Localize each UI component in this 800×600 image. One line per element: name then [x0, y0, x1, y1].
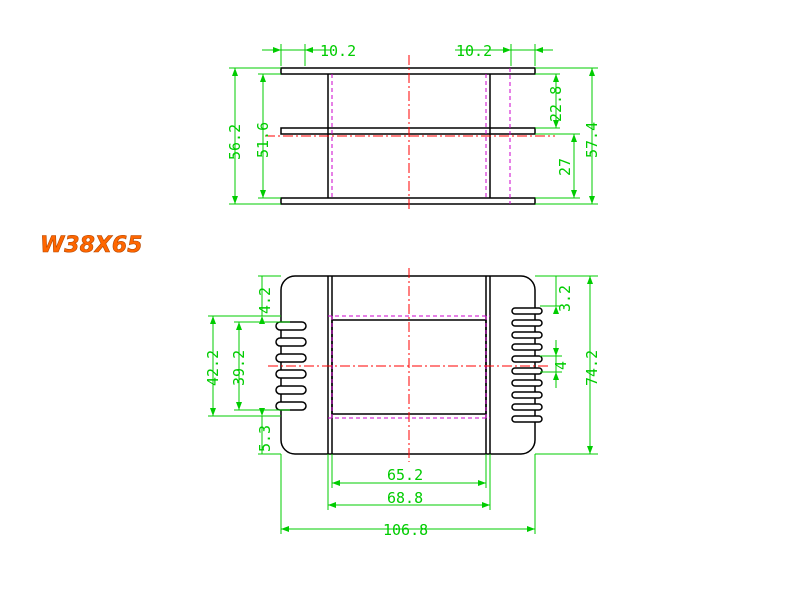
top-view: 10.2 10.2 56.2 51.6 — [226, 42, 601, 212]
dim-pin-pitch-right — [540, 340, 562, 388]
dim-label: 74.2 — [583, 350, 601, 386]
dim-inner-width — [331, 454, 487, 488]
dim-label: 106.8 — [383, 521, 428, 539]
pin-slot — [511, 367, 543, 375]
dim-overall-height — [535, 275, 598, 455]
bottom-flange — [280, 197, 536, 205]
middle-flange — [280, 127, 536, 135]
dim-left-flange-width — [262, 44, 330, 66]
pin-slot — [511, 379, 543, 387]
pin-slot — [511, 319, 543, 327]
left-pin-slots — [275, 321, 307, 411]
pin-slot — [275, 337, 307, 347]
dim-label: 4.2 — [256, 287, 274, 314]
dim-inner-height-left — [258, 73, 281, 199]
pin-slot — [511, 331, 543, 339]
dim-label: 10.2 — [320, 42, 356, 60]
dim-label: 51.6 — [254, 122, 272, 158]
pin-slot — [511, 307, 543, 315]
right-pin-slots — [511, 307, 543, 423]
pin-slot — [275, 321, 307, 331]
dim-upper-gap-right — [535, 73, 560, 129]
pin-slot — [511, 391, 543, 399]
dim-label: 65.2 — [387, 466, 423, 484]
top-flange — [280, 67, 536, 75]
dim-right-flange-width — [455, 44, 553, 66]
dim-label: 22.8 — [547, 86, 565, 122]
dim-label: 10.2 — [456, 42, 492, 60]
dim-label: 57.4 — [583, 122, 601, 158]
dim-label: 68.8 — [387, 489, 423, 507]
bobbin-outline — [280, 275, 536, 455]
dim-lower-gap-right — [535, 133, 580, 199]
dim-label: 3.2 — [556, 285, 574, 312]
pin-slot — [511, 355, 543, 363]
dim-flange-width — [327, 454, 491, 510]
pin-slot — [275, 369, 307, 379]
dim-label: 56.2 — [226, 124, 244, 160]
pin-slot — [511, 415, 543, 423]
dim-pin-span-inner — [234, 321, 290, 411]
dim-label: 5.3 — [256, 425, 274, 452]
pin-slot — [511, 343, 543, 351]
dim-label: 27 — [556, 158, 574, 176]
dim-overall-width — [280, 454, 536, 534]
dim-label: 42.2 — [204, 350, 222, 386]
drawing-title: W38X65 — [40, 233, 142, 258]
pin-slot — [275, 353, 307, 363]
pin-slot — [275, 385, 307, 395]
pin-slot — [511, 403, 543, 411]
pin-slot — [275, 401, 307, 411]
dim-label: 39.2 — [230, 350, 248, 386]
dim-outer-height-right — [535, 67, 598, 205]
dim-outer-height-left — [229, 67, 281, 205]
bottom-view: 4.2 42.2 39.2 5.3 — [204, 268, 601, 539]
dim-bottom-offset-left — [258, 408, 281, 455]
dim-label: 4 — [552, 361, 570, 370]
